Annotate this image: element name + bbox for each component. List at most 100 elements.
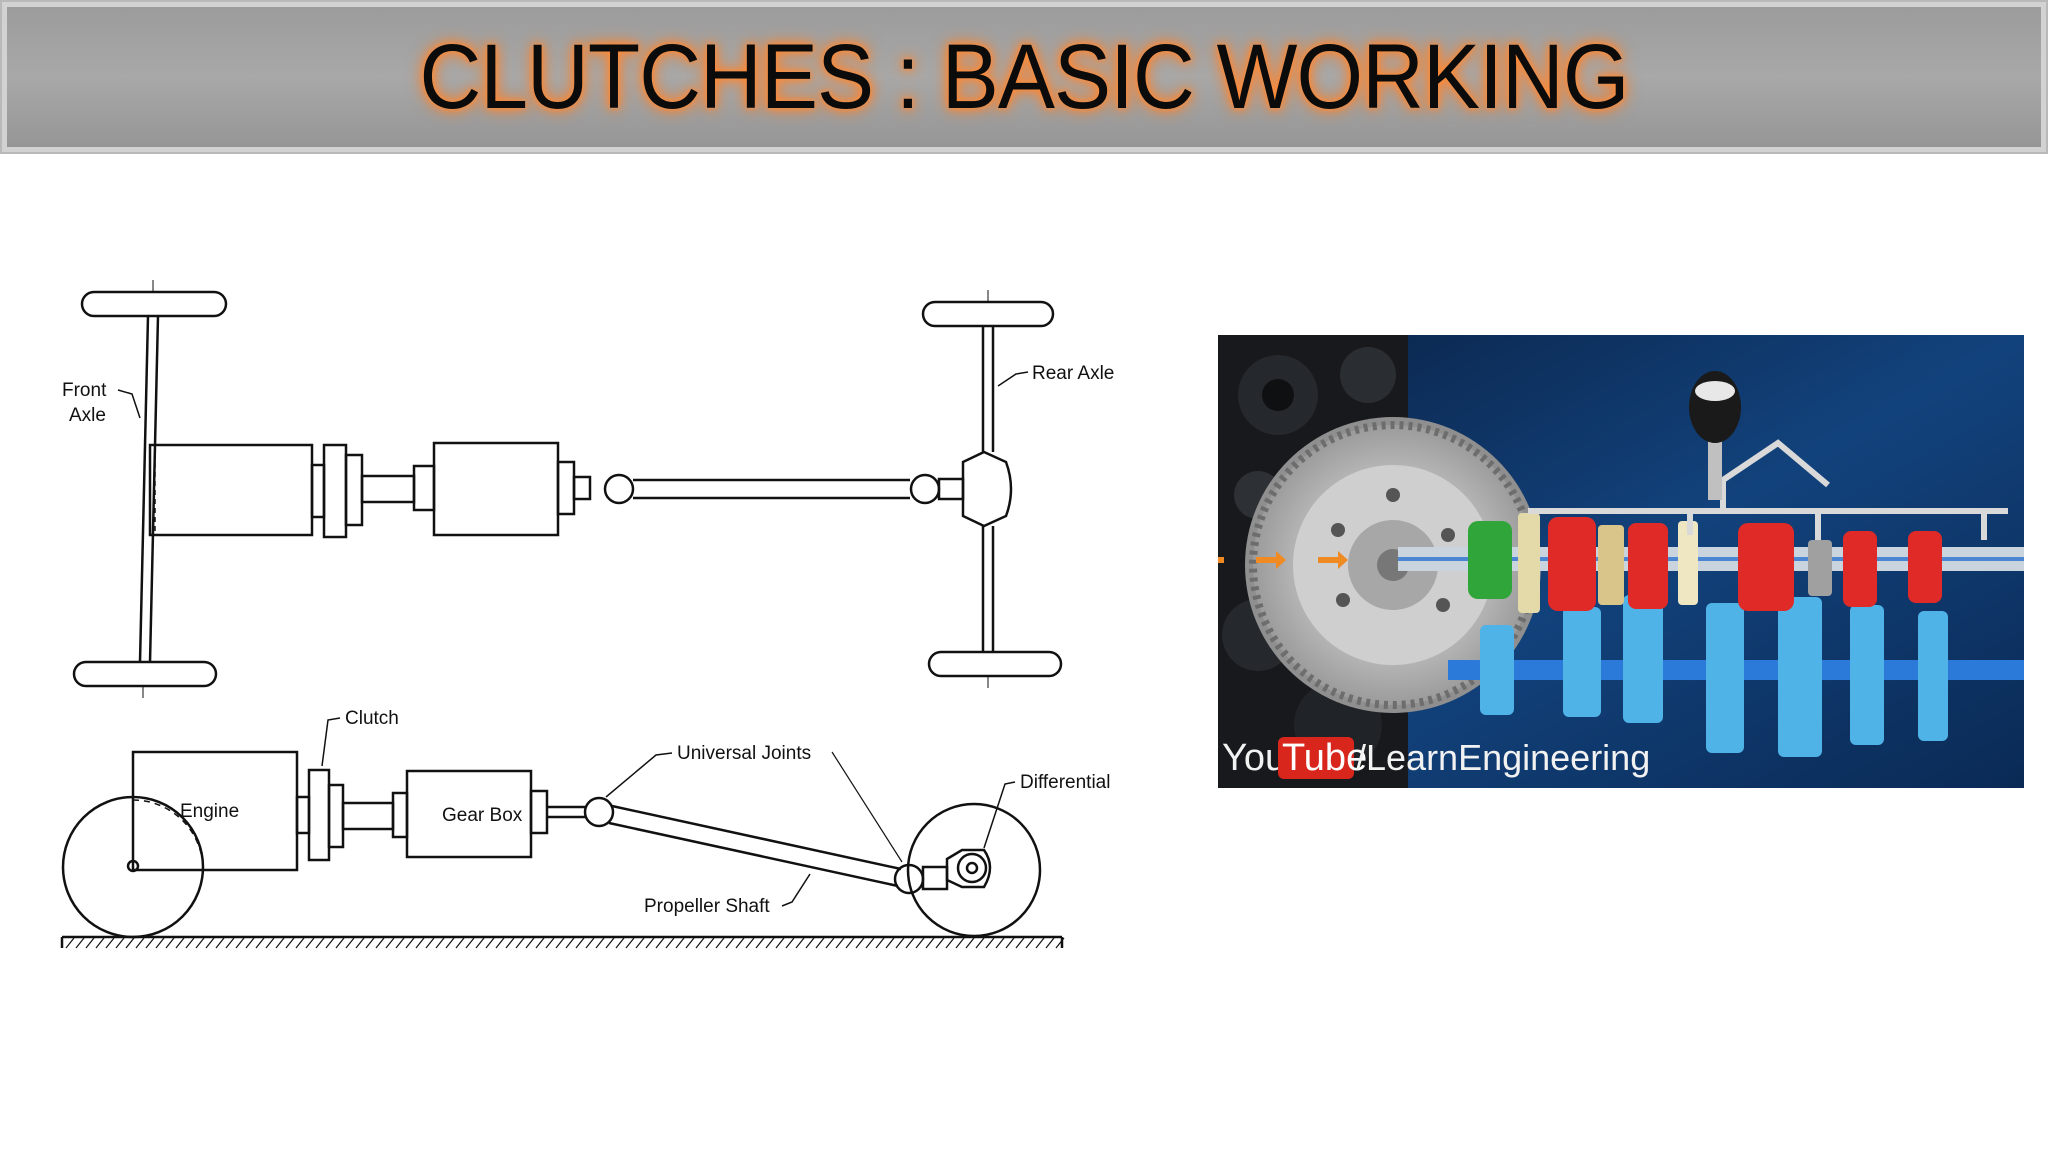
ground-hatch-line [995, 937, 1005, 949]
ground-hatch-line [295, 937, 305, 949]
ground-hatch-line [385, 937, 395, 949]
ground-hatch-line [735, 937, 745, 949]
ground-hatch-line [615, 937, 625, 949]
ground-hatch-line [895, 937, 905, 949]
differential-label: Differential [1020, 772, 1110, 793]
ground-hatch-line [525, 937, 535, 949]
ground-hatch-line [165, 937, 175, 949]
ground-hatch-line [555, 937, 565, 949]
engine-block-plan [148, 443, 314, 537]
ground-hatch-line [825, 937, 835, 949]
ground-hatch-line [465, 937, 475, 949]
ground-hatch-line [315, 937, 325, 949]
ground-hatch-line [705, 937, 715, 949]
ground-hatch-line [955, 937, 965, 949]
ground-hatch-line [845, 937, 855, 949]
ground-hatch-line [635, 937, 645, 949]
ground-hatch-line [1025, 937, 1035, 949]
ground-hatch-line [1045, 937, 1055, 949]
side-view: Engine Clutch Gear Box Universal Joints [60, 708, 1110, 949]
ground-hatch-line [65, 937, 75, 949]
ground-hatch-line [485, 937, 495, 949]
ground-hatch-line [905, 937, 915, 949]
ground-hatch-line [515, 937, 525, 949]
ground-hatch-line [595, 937, 605, 949]
ground-hatch-line [865, 937, 875, 949]
svg-text:You: You [1222, 737, 1286, 779]
ground-hatch-line [305, 937, 315, 949]
ground-hatch-line [255, 937, 265, 949]
rear-axle-label: Rear Axle [1032, 363, 1114, 384]
slide-title: CLUTCHES : BASIC WORKING [419, 25, 1630, 128]
ground-hatch-line [675, 937, 685, 949]
ground-hatch-line [715, 937, 725, 949]
gearbox-video-thumbnail[interactable]: You Tube /LearnEngineering [1218, 335, 2024, 788]
ground-hatch-line [235, 937, 245, 949]
ground-hatch-line [655, 937, 665, 949]
engine-label: Engine [180, 801, 239, 822]
main-gears [1468, 513, 1942, 613]
ground-hatch-line [725, 937, 735, 949]
ground-hatch-line [95, 937, 105, 949]
propeller-shaft-label: Propeller Shaft [644, 896, 770, 917]
front-right-wheel [72, 660, 218, 688]
gearbox-plan [432, 441, 560, 537]
ground-hatch-line [975, 937, 985, 949]
ground-hatch-line [665, 937, 675, 949]
ground-hatch-line [885, 937, 895, 949]
ground-hatch-line [285, 937, 295, 949]
ground-hatch-line [245, 937, 255, 949]
ground-hatch-line [125, 937, 135, 949]
ground-hatch-line [765, 937, 775, 949]
svg-text:Tube: Tube [1282, 737, 1367, 779]
ground-hatch-line [1015, 937, 1025, 949]
ground-hatch-line [395, 937, 405, 949]
ground-hatch-line [565, 937, 575, 949]
ground-hatch-line [985, 937, 995, 949]
ground-hatch-line [225, 937, 235, 949]
ground-hatch-line [445, 937, 455, 949]
ground-hatch-line [785, 937, 795, 949]
ground-hatch-line [935, 937, 945, 949]
ground-hatch-line [915, 937, 925, 949]
ground-hatch-line [925, 937, 935, 949]
title-bar: CLUTCHES : BASIC WORKING [0, 0, 2048, 154]
ground-hatch-line [335, 937, 345, 949]
ground-hatch-line [775, 937, 785, 949]
ground-hatch-line [875, 937, 885, 949]
ground-hatch-line [405, 937, 415, 949]
ground-hatch-line [455, 937, 465, 949]
ground-hatch-line [585, 937, 595, 949]
ground-hatch-line [855, 937, 865, 949]
ground-hatch-line [105, 937, 115, 949]
ground-hatch-line [175, 937, 185, 949]
ground-hatch-line [265, 937, 275, 949]
ground-hatch-line [1035, 937, 1045, 949]
rear-right-wheel [927, 650, 1063, 678]
ground-hatch-line [645, 937, 655, 949]
ground-hatch-line [695, 937, 705, 949]
ground-hatch-line [1005, 937, 1015, 949]
ground-hatch-line [375, 937, 385, 949]
ground-hatch-line [195, 937, 205, 949]
ground-hatch-line [205, 937, 215, 949]
plan-view: Front Axle Rear Axle [62, 280, 1114, 698]
ground-hatch-line [215, 937, 225, 949]
ground-hatch-line [745, 937, 755, 949]
ground-hatch-line [85, 937, 95, 949]
gear-lever-render [1689, 371, 1741, 500]
ground-hatch-line [425, 937, 435, 949]
rear-left-wheel [921, 300, 1055, 328]
clutch-label: Clutch [345, 708, 399, 729]
ground-hatch-line [965, 937, 975, 949]
ground-hatch-line [115, 937, 125, 949]
ground-hatch-line [345, 937, 355, 949]
ground-hatch-line [415, 937, 425, 949]
ground-hatch-line [325, 937, 335, 949]
ground-hatch-line [835, 937, 845, 949]
ground-hatch-line [795, 937, 805, 949]
ground-hatch-line [495, 937, 505, 949]
ground-hatch-line [805, 937, 815, 949]
ground-hatch-line [545, 937, 555, 949]
universal-joints-label: Universal Joints [677, 743, 811, 764]
